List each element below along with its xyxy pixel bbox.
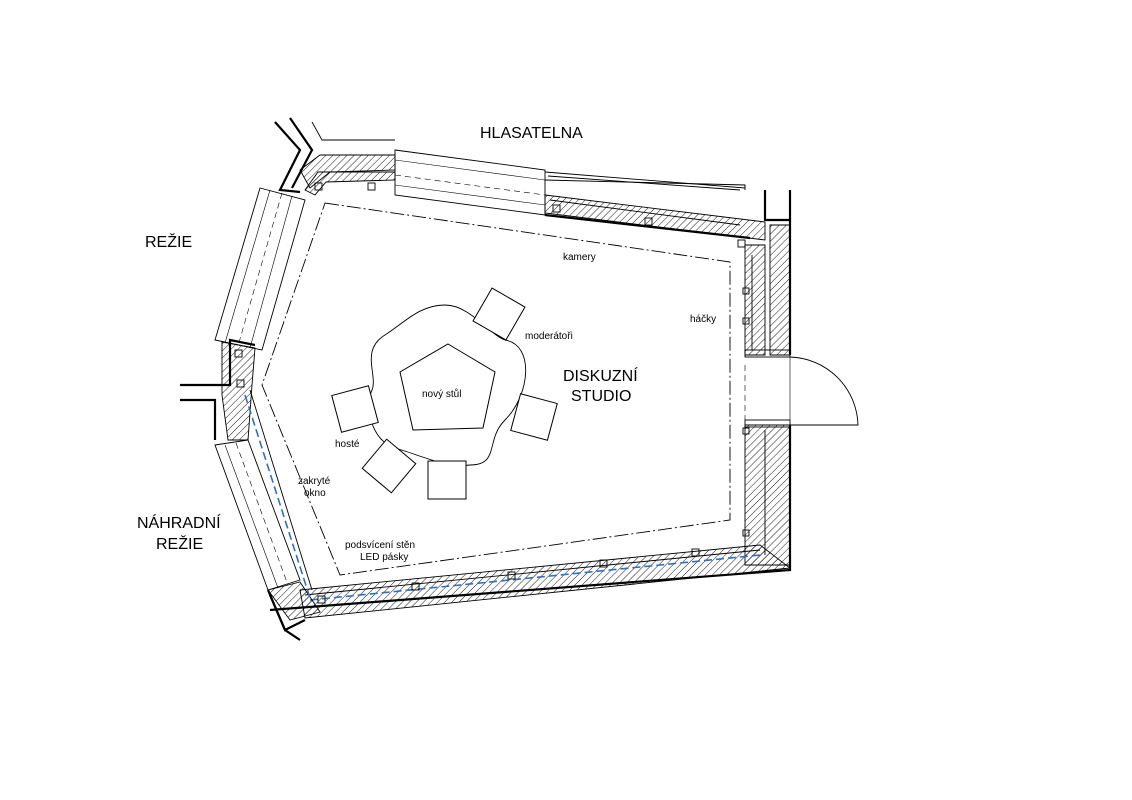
chair-bottom (427, 460, 467, 500)
chair-right (510, 393, 558, 441)
note-led-1: podsvícení stěn (345, 540, 415, 551)
door (744, 349, 859, 428)
wall-top-left-corner (274, 117, 396, 196)
chair-left (331, 385, 379, 433)
label-nahradni-rezie-1: NÁHRADNÍ (137, 513, 221, 532)
label-hlasatelna: HLASATELNA (480, 125, 583, 142)
note-kamery: kamery (563, 252, 596, 263)
stair-line (544, 179, 746, 190)
label-studio-1: DISKUZNÍ (563, 366, 638, 385)
note-zakryte-1: zakryté (298, 476, 331, 487)
studio-boundary (261, 202, 731, 576)
label-nahradni-rezie-2: REŽIE (156, 534, 203, 553)
label-studio-2: STUDIO (571, 388, 631, 405)
chair-bottom-left (361, 438, 417, 494)
note-hoste: hosté (335, 439, 360, 450)
window-hlasatelna (394, 149, 546, 216)
chair-moderator (472, 287, 526, 341)
new-table (399, 343, 496, 431)
wall-top (314, 171, 766, 248)
note-moderatori: moderátoři (525, 331, 573, 342)
wall-left (180, 187, 321, 632)
note-novy-stul: nový stůl (422, 388, 461, 400)
label-rezie: REŽIE (145, 232, 192, 251)
note-hacky: háčky (690, 314, 716, 325)
note-led-2: LED pásky (360, 552, 408, 563)
note-zakryte-2: okno (304, 488, 326, 499)
wall-bottom (268, 544, 792, 641)
